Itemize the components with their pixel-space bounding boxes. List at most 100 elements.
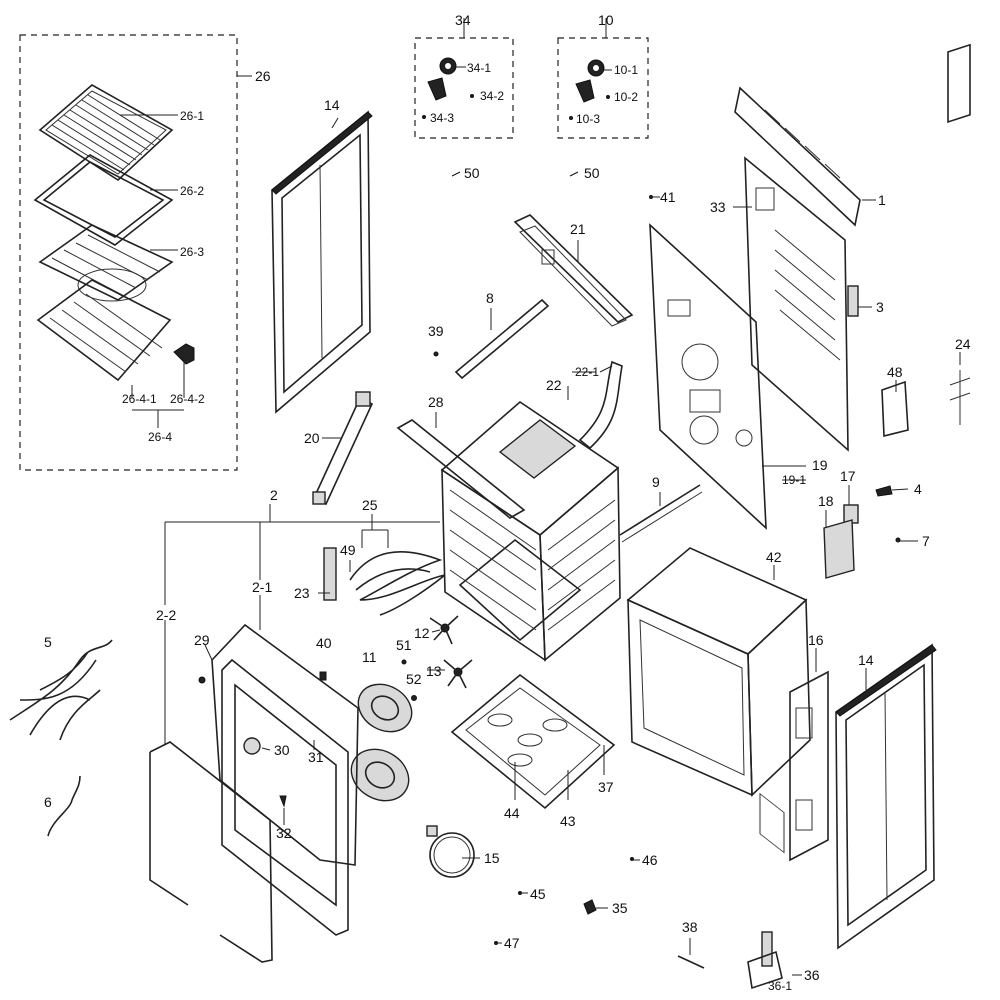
leader-lines [120, 18, 961, 976]
label-5: 5 [44, 634, 52, 650]
label-51: 51 [396, 637, 412, 653]
label-37: 37 [598, 779, 614, 795]
label-20: 20 [304, 430, 320, 446]
label-42: 42 [766, 549, 782, 565]
label-2-2: 2-2 [156, 607, 176, 623]
label-33: 33 [710, 199, 726, 215]
label-38: 38 [682, 919, 698, 935]
label-6: 6 [44, 794, 52, 810]
label-36: 36 [804, 967, 820, 983]
label-45: 45 [530, 886, 546, 902]
rod-9 [619, 484, 703, 543]
label-41: 41 [660, 189, 676, 205]
convection-cover-11b [350, 748, 410, 802]
label-40: 40 [316, 635, 332, 651]
label-52: 52 [406, 671, 422, 687]
leg-leveler-36 [747, 931, 783, 990]
broil-element-25 [349, 551, 446, 616]
broil-pan-insert [33, 154, 174, 246]
screw-10-3 [569, 116, 573, 120]
screw-7 [895, 537, 901, 543]
heater-element-20 [312, 391, 374, 506]
rod-38 [677, 955, 705, 969]
clip-40 [319, 671, 327, 681]
screw-29 [198, 676, 206, 684]
part-labels: 26 26-1 26-2 26-3 26-4-1 26-4-2 26-4 14 … [44, 12, 971, 993]
label-32: 32 [276, 825, 292, 841]
label-25: 25 [362, 497, 378, 513]
label-24: 24 [955, 336, 971, 352]
latch-32 [279, 795, 287, 808]
screw-51 [401, 659, 407, 665]
label-26-4: 26-4 [148, 430, 172, 444]
label-4: 4 [914, 481, 922, 497]
wire-6 [47, 775, 81, 837]
label-31: 31 [308, 749, 324, 765]
label-17: 17 [840, 468, 856, 484]
label-44: 44 [504, 805, 520, 821]
side-panel-right [835, 643, 937, 950]
label-1: 1 [878, 192, 886, 208]
screw-34-2 [470, 94, 474, 98]
screw-50b [569, 171, 579, 177]
label-9: 9 [652, 474, 660, 490]
label-18: 18 [818, 493, 834, 509]
back-cover-top [734, 86, 861, 227]
screw-10-2 [606, 95, 610, 99]
bottom-tray [450, 673, 616, 810]
label-15: 15 [484, 850, 500, 866]
switch-34-1 [439, 57, 457, 75]
label-12: 12 [414, 625, 430, 641]
oven-rack-3 [36, 279, 172, 382]
label-28: 28 [428, 394, 444, 410]
label-10-3: 10-3 [576, 112, 600, 126]
fan-motor-13 [443, 659, 473, 689]
label-34-1: 34-1 [467, 61, 491, 75]
door-gasket-2-2 [149, 741, 273, 963]
rear-frame-19 [649, 223, 767, 530]
top-rail-28 [396, 419, 526, 519]
label-22-1: 22-1 [575, 365, 599, 379]
screw-34-3 [422, 115, 426, 119]
label-23: 23 [294, 585, 310, 601]
label-11: 11 [362, 649, 377, 665]
label-39: 39 [428, 323, 444, 339]
exhaust-duct-22 [578, 360, 623, 450]
group-10-box [557, 37, 649, 139]
oven-rack-1 [38, 84, 174, 182]
wire-harness-5 [9, 639, 113, 741]
label-34-2: 34-2 [480, 89, 504, 103]
label-14-left: 14 [324, 97, 340, 113]
label-13: 13 [426, 663, 442, 679]
back-panel [744, 156, 849, 854]
rack-clip [173, 343, 195, 365]
label-34: 34 [455, 12, 471, 28]
convection-cover-11a [357, 683, 413, 733]
label-3: 3 [876, 299, 884, 315]
insulation-wrap-42 [626, 547, 811, 797]
label-26-4-2: 26-4-2 [170, 392, 205, 406]
switch-34-2 [427, 77, 447, 101]
label-46: 46 [642, 852, 658, 868]
oven-cavity [440, 400, 621, 662]
screw-52 [411, 695, 417, 701]
top-bracket-21 [513, 214, 634, 327]
side-bracket-16 [789, 670, 829, 862]
label-plate-48 [881, 380, 909, 438]
label-34-3: 34-3 [430, 111, 454, 125]
screw-50a [451, 171, 461, 177]
label-16: 16 [808, 632, 824, 648]
fan-blade-12 [429, 615, 459, 645]
label-26-3: 26-3 [180, 245, 204, 259]
label-48: 48 [887, 364, 903, 380]
label-2: 2 [270, 487, 278, 503]
label-22: 22 [546, 377, 562, 393]
label-49: 49 [340, 542, 356, 558]
control-board-18 [823, 519, 855, 579]
label-43: 43 [560, 813, 576, 829]
label-19-1: 19-1 [782, 473, 806, 487]
label-47: 47 [504, 935, 520, 951]
support-strip-8 [454, 298, 550, 380]
label-26: 26 [255, 68, 271, 84]
